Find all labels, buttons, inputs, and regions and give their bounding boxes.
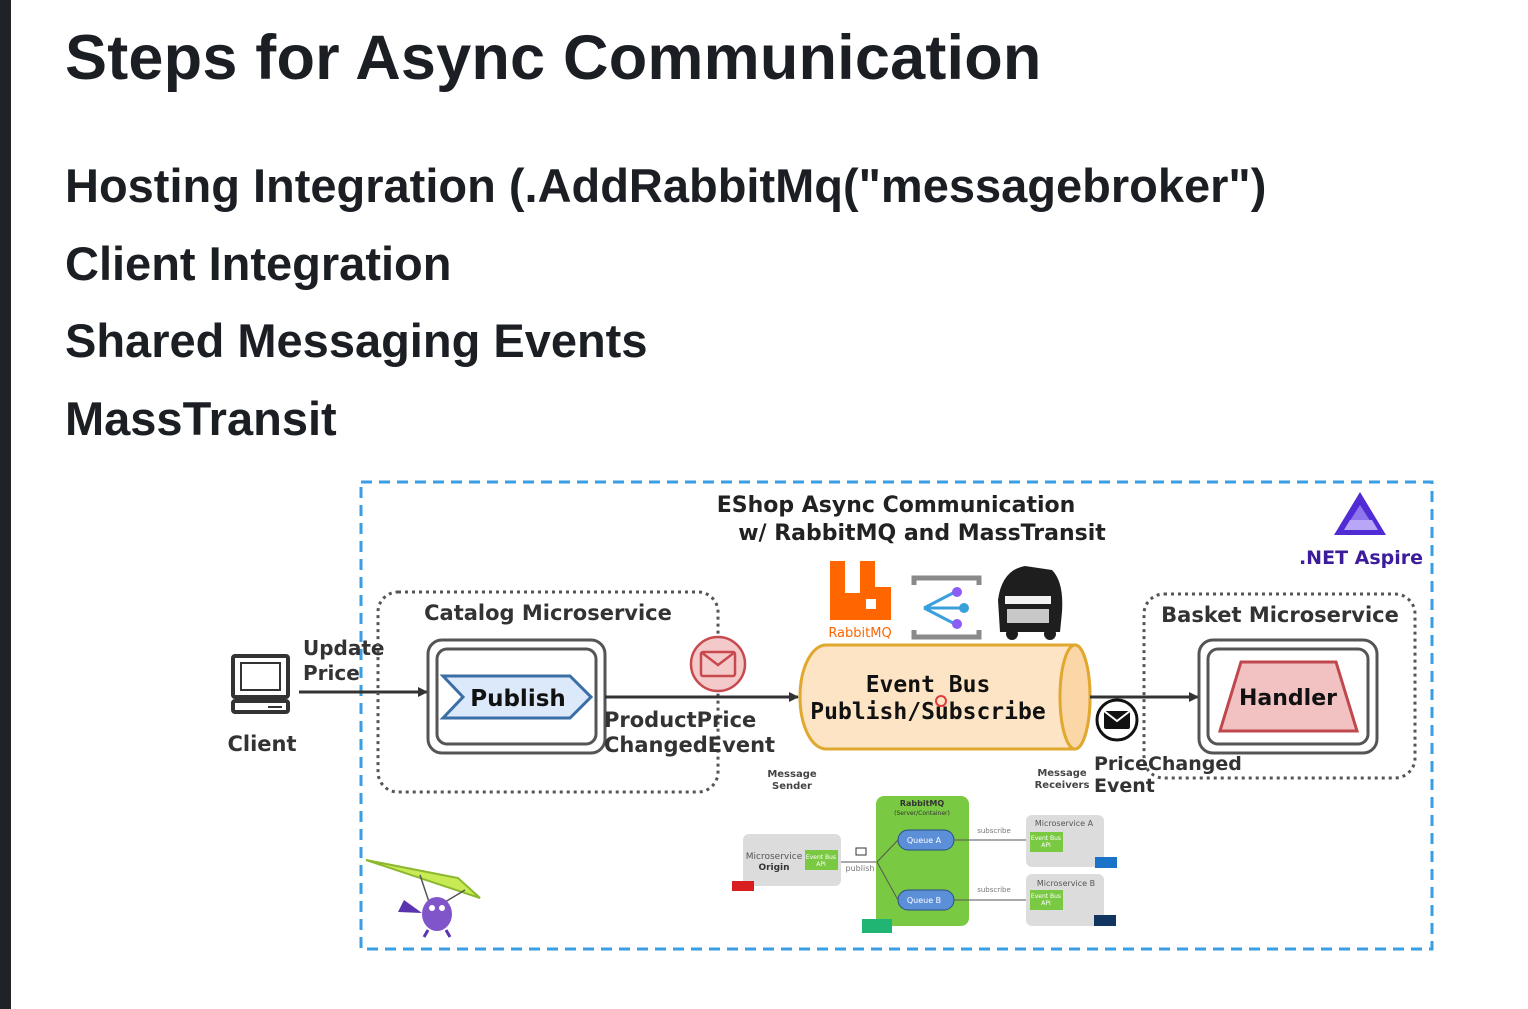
diagram-frame <box>359 480 1434 951</box>
mini-origin-api-line1: Event Bus <box>806 854 836 861</box>
mini-rabbit-sub: (Server/Container) <box>894 810 950 817</box>
mini-subscribe-b-label: subscribe <box>977 886 1011 894</box>
mini-service-b-api-line2: API <box>1041 900 1051 907</box>
envelope-icon-subscriber <box>1095 698 1139 742</box>
steps-list: Hosting Integration (.AddRabbitMq("messa… <box>65 157 1266 467</box>
event-bus-sublabel: Publish/Subscribe <box>810 699 1045 725</box>
mini-origin-box <box>743 834 841 886</box>
update-price-label-line2: Price <box>303 661 360 685</box>
dotnet-bot-glider-illustration <box>365 859 481 938</box>
basket-title: Basket Microservice <box>1161 603 1399 627</box>
mini-blue-tag-a <box>1095 857 1117 868</box>
mini-green-tag <box>862 919 892 933</box>
step-hosting-integration: Hosting Integration (.AddRabbitMq("messa… <box>65 159 1267 212</box>
mini-service-a-box <box>1026 815 1104 867</box>
mini-service-a-api-line1: Event Bus <box>1031 835 1061 842</box>
diagram-title-line2: w/ RabbitMQ and MassTransit <box>738 521 1106 546</box>
message-receivers-line2: Receivers <box>1035 780 1090 791</box>
rabbitmq-logo-text: RabbitMQ <box>828 626 891 641</box>
cursor-marker <box>935 695 947 707</box>
step-client-integration: Client Integration <box>65 236 452 290</box>
diagram-title-line1: EShop Async Communication <box>717 493 1076 518</box>
mini-publish-label: publish <box>846 864 875 873</box>
mini-service-b-label: Microservice B <box>1037 879 1095 888</box>
mini-service-b-api <box>1030 890 1063 910</box>
update-price-label-line1: Update <box>303 636 385 660</box>
mini-service-a-label: Microservice A <box>1035 819 1094 828</box>
product-event-label-line2: ChangedEvent <box>604 733 775 757</box>
mini-origin-api-box <box>805 850 838 870</box>
mini-queue-a-label: Queue A <box>907 836 942 845</box>
catalog-boundary <box>376 590 720 794</box>
masstransit-bus-icon <box>998 566 1063 640</box>
basket-boundary <box>1142 592 1417 780</box>
catalog-title: Catalog Microservice <box>424 601 672 625</box>
event-bus-cylinder-end <box>1058 643 1092 751</box>
mini-queue-b-label: Queue B <box>907 896 941 905</box>
handler-trapezoid-shape <box>1217 660 1360 733</box>
mini-origin-api-line2: API <box>816 861 826 868</box>
mini-service-a-api-line2: API <box>1041 842 1051 849</box>
product-event-label-line1: ProductPrice <box>604 708 756 732</box>
service-bus-icon <box>911 575 982 640</box>
price-event-label-line1: PriceChanged <box>1094 753 1242 775</box>
rabbitmq-logo-icon <box>830 561 891 620</box>
aspire-label: .NET Aspire <box>1299 547 1423 569</box>
message-receivers-line1: Message <box>1037 768 1087 779</box>
aspire-logo-icon <box>1334 492 1386 535</box>
event-bus-label: Event Bus <box>866 672 991 698</box>
client-label: Client <box>227 732 296 756</box>
price-event-label-line2: Event <box>1094 775 1155 797</box>
mini-pubsub-illustration: Microservice Origin Event Bus API publis… <box>732 796 1117 933</box>
handler-label: Handler <box>1239 686 1337 711</box>
mini-service-a-api <box>1030 832 1063 852</box>
message-sender-line2: Sender <box>772 781 812 792</box>
publish-chevron-shape <box>439 674 594 720</box>
step-masstransit: MassTransit <box>65 391 337 445</box>
left-edge-bar <box>0 0 11 1009</box>
mini-subscribe-a-label: subscribe <box>977 827 1011 835</box>
computer-icon <box>231 654 290 714</box>
mini-origin-line1: Microservice <box>746 852 803 862</box>
step-shared-messaging-events: Shared Messaging Events <box>65 314 648 367</box>
mini-service-b-box <box>1026 874 1104 926</box>
mini-service-b-api-line1: Event Bus <box>1031 893 1061 900</box>
mini-origin-line2: Origin <box>758 863 789 873</box>
mini-rabbit-title: RabbitMQ <box>900 799 945 808</box>
slide-title: Steps for Async Communication <box>65 23 1042 93</box>
envelope-icon-publisher <box>689 635 747 693</box>
message-sender-line1: Message <box>767 769 817 780</box>
mini-red-tag <box>732 881 754 891</box>
publish-label: Publish <box>470 686 566 712</box>
mini-navy-tag-b <box>1094 915 1116 926</box>
